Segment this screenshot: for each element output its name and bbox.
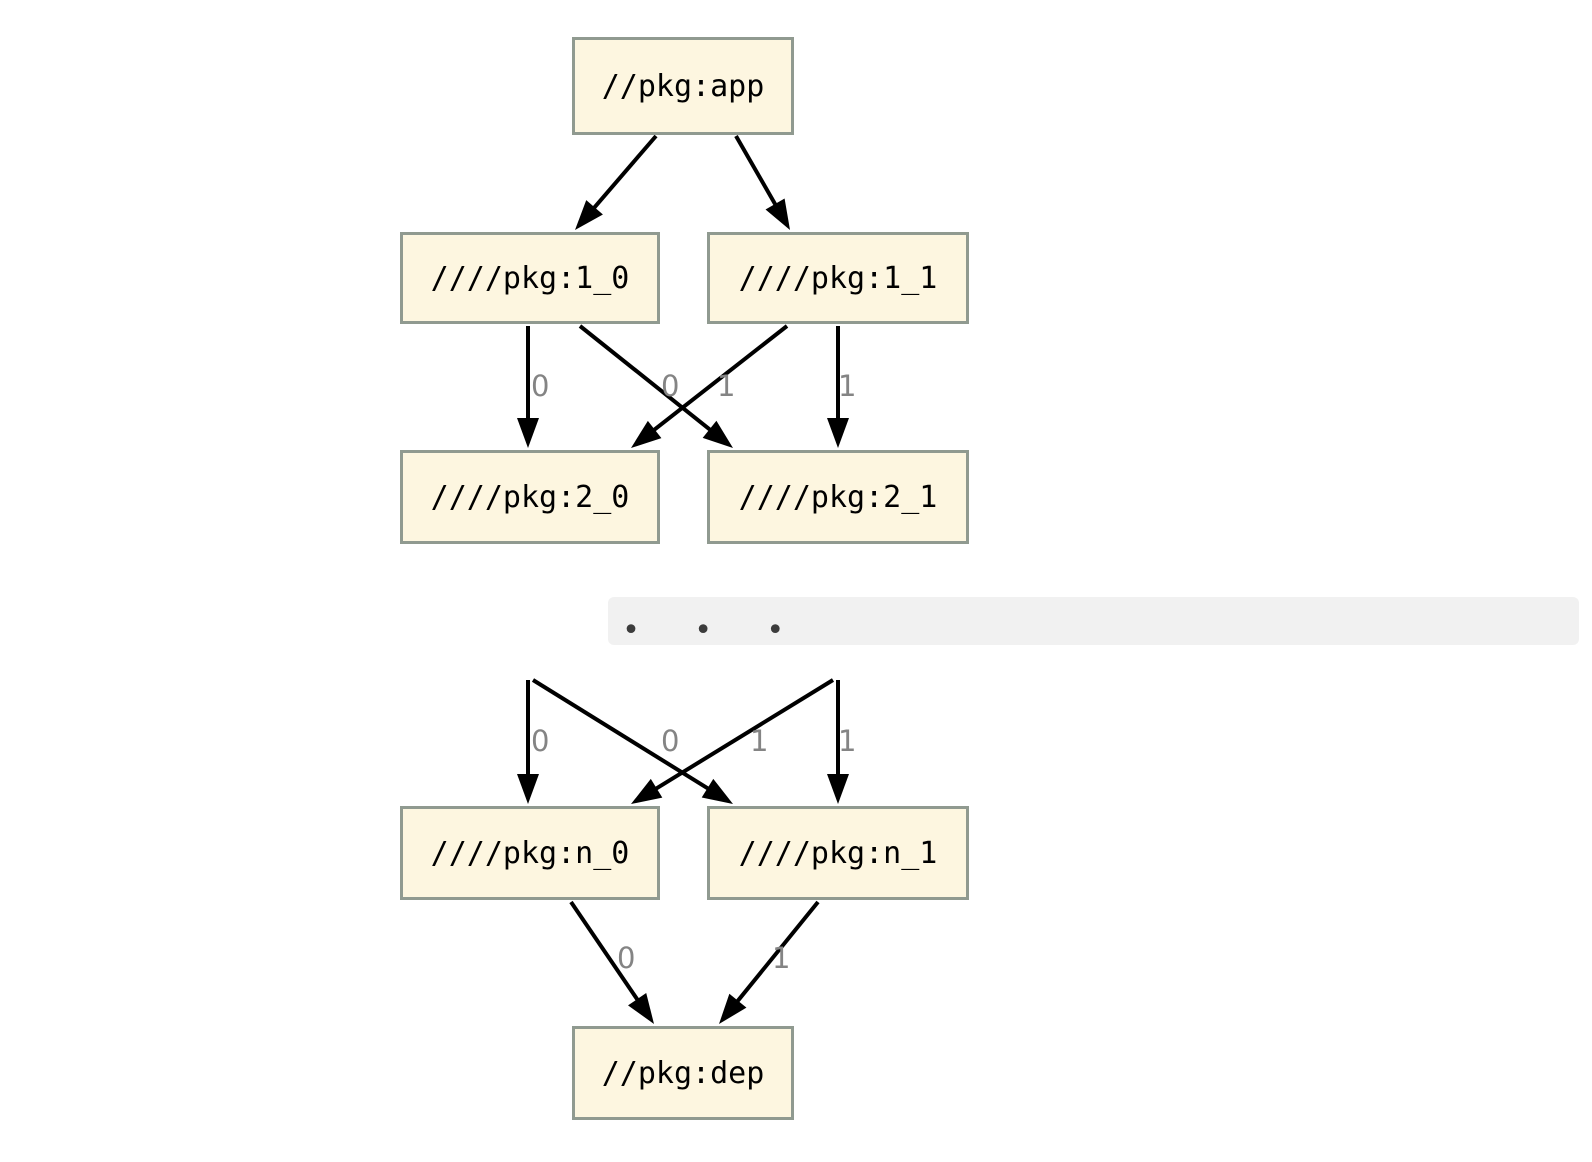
edge-label: 0 bbox=[661, 369, 680, 403]
graph-edge-arrowhead bbox=[631, 778, 663, 804]
graph-node-label: //pkg:app bbox=[601, 68, 765, 104]
graph-edge-arrowhead bbox=[701, 778, 733, 804]
graph-edge-line bbox=[578, 324, 714, 434]
graph-edge-arrowhead bbox=[702, 420, 733, 448]
ellipsis-dots: • • • bbox=[622, 613, 803, 648]
edge-label: 1 bbox=[717, 369, 736, 403]
graph-edge-line bbox=[652, 678, 835, 793]
graph-node-nn_0[interactable]: ////pkg:n_0 bbox=[400, 806, 660, 900]
graph-edge-line bbox=[734, 135, 779, 209]
graph-edge-arrowhead bbox=[628, 993, 654, 1024]
edge-label: 1 bbox=[772, 941, 791, 975]
ellipsis-band: • • • bbox=[608, 597, 1579, 648]
graph-edge-arrowhead bbox=[827, 774, 849, 804]
graph-edge-line bbox=[531, 678, 712, 792]
graph-edge-arrowhead bbox=[631, 420, 662, 448]
graph-edge-arrowhead bbox=[765, 198, 790, 230]
edge-label: 0 bbox=[617, 941, 636, 975]
graph-node-n1_1[interactable]: ////pkg:1_1 bbox=[707, 232, 969, 324]
edge-label: 1 bbox=[838, 369, 857, 403]
graph-node-n2_1[interactable]: ////pkg:2_1 bbox=[707, 450, 969, 544]
graph-edge-arrowhead bbox=[517, 418, 539, 448]
graph-edge-line bbox=[590, 134, 658, 212]
graph-node-n1_0[interactable]: ////pkg:1_0 bbox=[400, 232, 660, 324]
graph-edge-arrowhead bbox=[575, 200, 603, 230]
graph-edge-arrowhead bbox=[827, 418, 849, 448]
graph-node-n2_0[interactable]: ////pkg:2_0 bbox=[400, 450, 660, 544]
edge-label: 0 bbox=[531, 724, 550, 758]
graph-node-label: //pkg:dep bbox=[601, 1055, 765, 1091]
graph-node-label: ////pkg:2_0 bbox=[430, 479, 630, 515]
edge-label: 1 bbox=[750, 724, 769, 758]
graph-node-nn_1[interactable]: ////pkg:n_1 bbox=[707, 806, 969, 900]
graph-edge-arrowhead bbox=[517, 774, 539, 804]
graph-node-label: ////pkg:n_0 bbox=[430, 835, 630, 871]
edge-label: 0 bbox=[661, 724, 680, 758]
edge-label: 0 bbox=[531, 369, 550, 403]
graph-node-label: ////pkg:n_1 bbox=[738, 835, 938, 871]
graph-edge-arrowhead bbox=[719, 993, 747, 1024]
edge-label: 1 bbox=[838, 724, 857, 758]
graph-node-label: ////pkg:1_1 bbox=[738, 260, 938, 296]
graph-node-app[interactable]: //pkg:app bbox=[572, 37, 794, 135]
graph-node-label: ////pkg:2_1 bbox=[738, 479, 938, 515]
graph-node-label: ////pkg:1_0 bbox=[430, 260, 630, 296]
graph-node-dep[interactable]: //pkg:dep bbox=[572, 1026, 794, 1120]
